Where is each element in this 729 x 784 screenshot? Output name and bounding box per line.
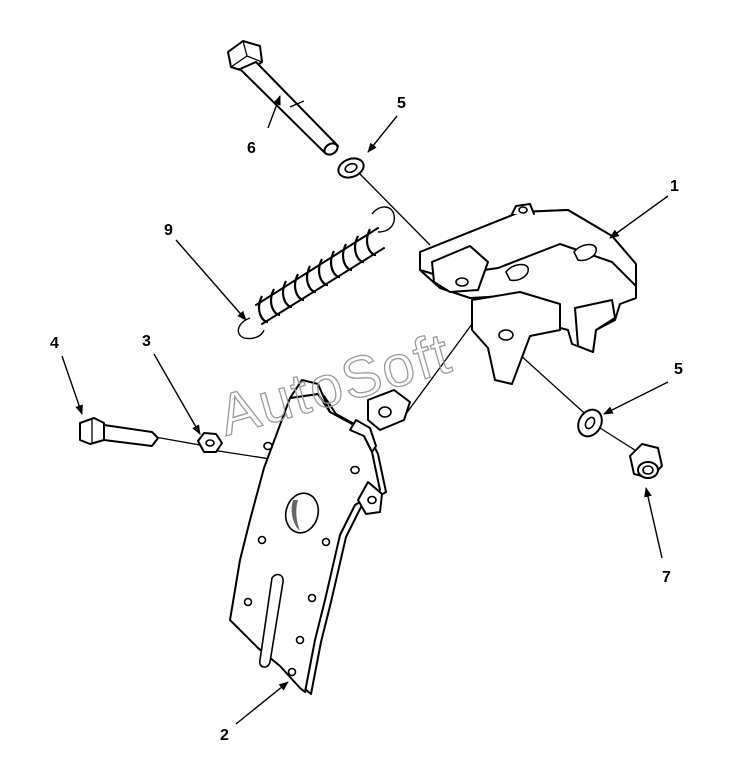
plate-part-2 <box>229 379 387 695</box>
latch-bracket-part-1 <box>419 203 637 385</box>
callout-6: 6 <box>247 140 256 157</box>
callout-9: 9 <box>164 222 173 239</box>
callout-7: 7 <box>662 569 671 586</box>
callout-labels: 6 5 1 9 3 4 5 7 2 <box>50 95 683 744</box>
bolt-part-6 <box>227 40 339 156</box>
callout-leaders <box>61 95 669 725</box>
washer-part-5-upper <box>337 157 365 179</box>
callout-5-lower: 5 <box>674 361 683 378</box>
spring-part-9 <box>237 206 395 340</box>
callout-3: 3 <box>142 333 151 350</box>
nut-part-3 <box>197 432 223 453</box>
locknut-part-7 <box>629 443 663 479</box>
leader-3 <box>153 353 201 435</box>
callout-2: 2 <box>220 727 229 744</box>
leader-5-upper <box>367 115 398 153</box>
leader-7 <box>644 487 663 559</box>
bolt-part-4 <box>79 417 159 447</box>
callout-4: 4 <box>50 335 59 352</box>
leader-4 <box>61 355 83 415</box>
callout-5-upper: 5 <box>397 95 406 112</box>
washer-part-5-lower <box>577 408 603 438</box>
leader-5-lower <box>603 381 669 415</box>
leader-6 <box>267 95 281 129</box>
leader-1 <box>609 195 669 239</box>
leader-9 <box>175 239 247 321</box>
leader-2 <box>235 681 289 725</box>
callout-1: 1 <box>670 178 679 195</box>
link-arm <box>367 389 411 431</box>
